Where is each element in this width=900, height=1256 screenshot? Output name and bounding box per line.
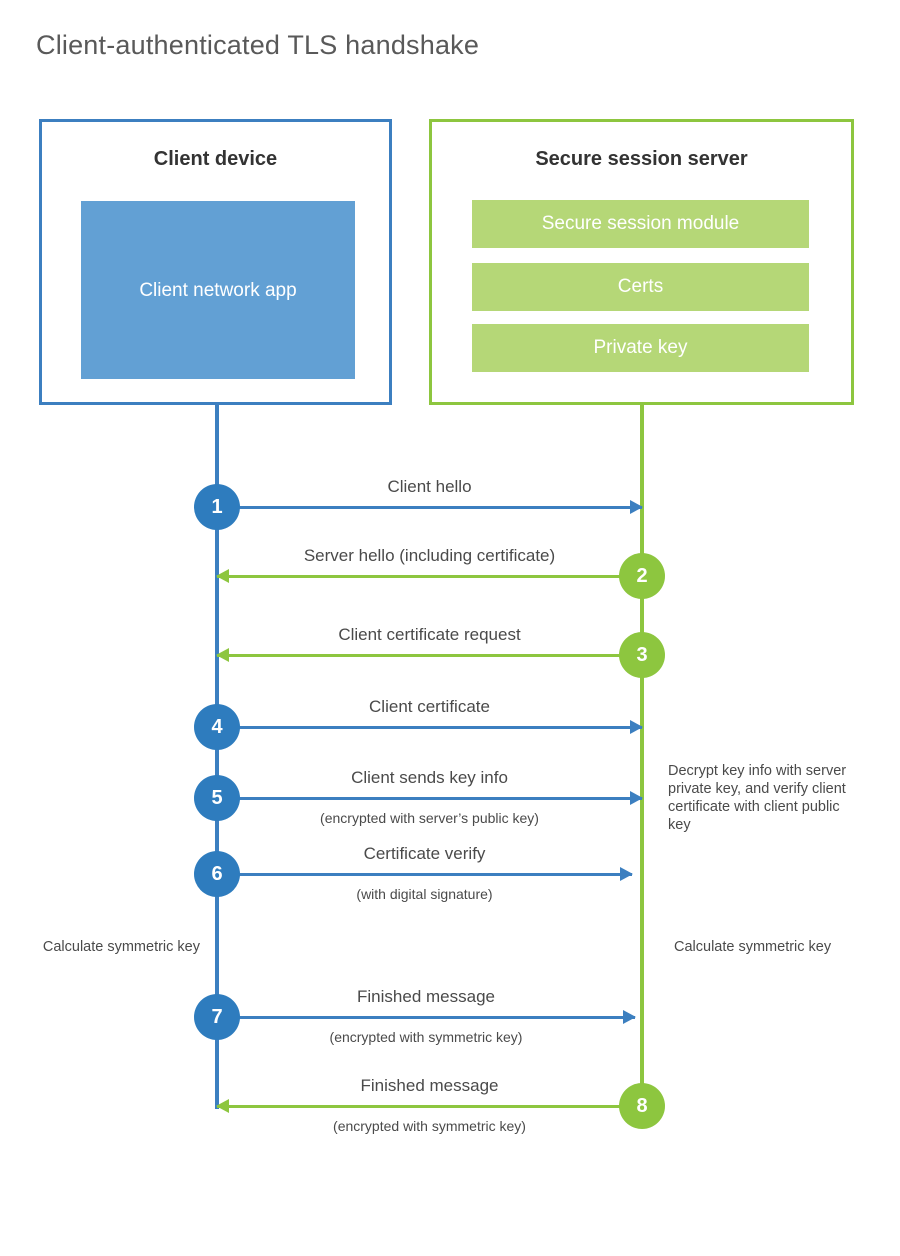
step-badge-5: 5 — [194, 775, 240, 821]
step-badge-7: 7 — [194, 994, 240, 1040]
message-label: Client sends key info — [351, 768, 508, 787]
step-badge-8: 8 — [619, 1083, 665, 1129]
client-device-box: Client device Client network app — [39, 119, 392, 405]
arrow-line — [217, 1015, 635, 1019]
message-sublabel: (encrypted with symmetric key) — [329, 1029, 523, 1045]
arrow-head-right-icon — [623, 1010, 636, 1024]
arrow-line — [217, 1104, 642, 1108]
message-label: Client certificate — [369, 697, 490, 716]
arrow-head-right-icon — [630, 720, 643, 734]
client-lifeline — [215, 405, 219, 1109]
arrow-line — [217, 725, 642, 729]
step-badge-2: 2 — [619, 553, 665, 599]
annotation-client-calculate-symmetric-key: Calculate symmetric key — [42, 939, 200, 955]
message-label: Finished message — [357, 987, 495, 1006]
step-badge-4: 4 — [194, 704, 240, 750]
page-title: Client-authenticated TLS handshake — [36, 30, 480, 60]
arrow-head-right-icon — [630, 500, 643, 514]
message-label: Finished message — [360, 1076, 499, 1095]
arrow-line — [217, 505, 642, 509]
message-sublabel: (encrypted with server’s public key) — [320, 810, 539, 826]
message-label: Server hello (including certificate) — [303, 546, 556, 565]
secure-session-server-title: Secure session server — [535, 148, 748, 170]
client-network-app-block: Client network app — [81, 201, 355, 379]
step-badge-3: 3 — [619, 632, 665, 678]
arrow-line — [217, 574, 642, 578]
step-badge-1: 1 — [194, 484, 240, 530]
message-sublabel: (encrypted with symmetric key) — [333, 1118, 526, 1134]
client-device-title: Client device — [153, 148, 278, 170]
secure-session-server-box: Secure session server Secure session mod… — [429, 119, 854, 405]
arrow-head-right-icon — [630, 791, 643, 805]
arrow-line — [217, 872, 632, 876]
arrow-head-right-icon — [620, 867, 633, 881]
annotation-server-calculate-symmetric-key: Calculate symmetric key — [674, 939, 832, 955]
server-module-private-key: Private key — [472, 324, 809, 372]
message-label: Client hello — [387, 477, 472, 496]
arrow-head-left-icon — [216, 569, 229, 583]
arrow-head-left-icon — [216, 648, 229, 662]
annotation-server-decrypt: Decrypt key info with server private key… — [668, 763, 847, 833]
server-lifeline — [640, 405, 644, 1107]
arrow-head-left-icon — [216, 1099, 229, 1113]
server-module-secure-session-module: Secure session module — [472, 200, 809, 248]
arrow-line — [217, 796, 642, 800]
message-sublabel: (with digital signature) — [356, 886, 493, 902]
arrow-line — [217, 653, 642, 657]
step-badge-6: 6 — [194, 851, 240, 897]
message-label: Certificate verify — [363, 844, 486, 863]
message-label: Client certificate request — [338, 625, 521, 644]
server-module-certs: Certs — [472, 263, 809, 311]
